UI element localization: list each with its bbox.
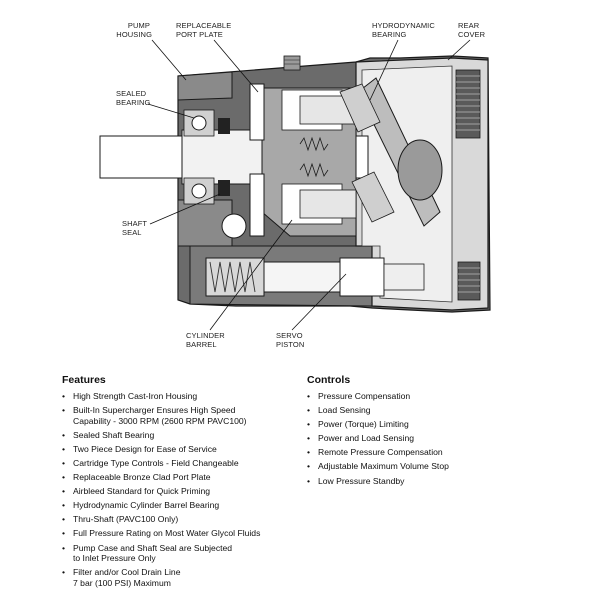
inlet-passage <box>221 213 247 239</box>
feature-item-line: Replaceable Bronze Clad Port Plate <box>73 472 211 483</box>
feature-item-line: Pump Case and Shaft Seal are Subjected <box>73 542 233 553</box>
controls-section: Controls Pressure CompensationLoad Sensi… <box>307 374 537 490</box>
feature-item-line: to Inlet Pressure Only <box>73 553 156 564</box>
sealed-bearing <box>183 109 215 205</box>
servo-piston-assembly <box>205 257 425 297</box>
feature-item-line: Filter and/or Cool Drain Line <box>73 567 181 578</box>
feature-item-line: Airbleed Standard for Quick Priming <box>73 486 211 497</box>
feature-item-line: High Strength Cast-Iron Housing <box>73 391 198 401</box>
feature-item-line: Two Piece Design for Ease of Service <box>73 443 217 454</box>
feature-item-line: Built-In Supercharger Ensures High Speed <box>73 405 236 416</box>
port-plate <box>249 83 265 237</box>
control-item: Power (Torque) Limiting <box>307 419 537 430</box>
cylinder-barrel <box>261 87 357 237</box>
label-hydrodynamic-bearing: HYDRODYNAMIC BEARING <box>372 21 437 39</box>
leader-lines <box>147 39 471 331</box>
control-item: Remote Pressure Compensation <box>307 447 537 458</box>
shaft-seal <box>218 118 230 196</box>
control-item: Load Sensing <box>307 405 537 416</box>
feature-item-line: Full Pressure Rating on Most Water Glyco… <box>73 528 261 539</box>
feature-item: Built-In Supercharger Ensures High Speed… <box>62 405 302 426</box>
feature-item-line: Hydrodynamic Cylinder Barrel Bearing <box>73 500 220 511</box>
controls-heading: Controls <box>307 374 351 386</box>
feature-item: Full Pressure Rating on Most Water Glyco… <box>62 528 302 539</box>
feature-item: Airbleed Standard for Quick Priming <box>62 486 302 497</box>
features-list: High Strength Cast-Iron HousingBuilt-In … <box>62 391 302 588</box>
controls-list: Pressure CompensationLoad SensingPower (… <box>307 391 537 486</box>
label-sealed-bearing: SEALED BEARING <box>116 89 151 107</box>
label-cylinder-barrel: CYLINDER BARREL <box>186 331 227 349</box>
feature-item-line: 7 bar (100 PSI) Maximum <box>73 577 171 588</box>
feature-item-line: Thru-Shaft (PAVC100 Only) <box>73 514 179 525</box>
pump-cutaway-diagram: PUMP HOUSING REPLACEABLE PORT PLATE HYDR… <box>99 21 491 349</box>
control-item: Power and Load Sensing <box>307 433 537 444</box>
control-item: Pressure Compensation <box>307 391 537 402</box>
feature-item-line: Cartridge Type Controls - Field Changeab… <box>73 457 239 468</box>
barrel-bearing-rollers <box>339 83 395 223</box>
feature-item: Pump Case and Shaft Seal are Subjectedto… <box>62 543 302 564</box>
feature-item: Sealed Shaft Bearing <box>62 430 302 441</box>
feature-item: Two Piece Design for Ease of Service <box>62 444 302 455</box>
airbleed-plug <box>283 55 301 71</box>
features-section: Features High Strength Cast-Iron Housing… <box>62 374 302 592</box>
feature-item: Hydrodynamic Cylinder Barrel Bearing <box>62 500 302 511</box>
label-servo-piston: SERVO PISTON <box>276 331 305 349</box>
features-heading: Features <box>62 374 106 386</box>
rear-cover <box>355 57 489 311</box>
feature-item-line: Capability - 3000 RPM (2600 RPM PAVC100) <box>73 415 247 426</box>
label-shaft-seal: SHAFT SEAL <box>122 219 149 237</box>
control-item: Low Pressure Standby <box>307 476 537 487</box>
label-rear-cover: REAR COVER <box>458 21 486 39</box>
label-port-plate: REPLACEABLE PORT PLATE <box>176 21 233 39</box>
control-item: Adjustable Maximum Volume Stop <box>307 461 537 472</box>
feature-item: Thru-Shaft (PAVC100 Only) <box>62 514 302 525</box>
feature-item: High Strength Cast-Iron Housing <box>62 391 302 402</box>
feature-item-line: Sealed Shaft Bearing <box>73 429 155 440</box>
feature-item: Replaceable Bronze Clad Port Plate <box>62 472 302 483</box>
feature-item: Cartridge Type Controls - Field Changeab… <box>62 458 302 469</box>
label-pump-housing: PUMP HOUSING <box>116 21 152 39</box>
